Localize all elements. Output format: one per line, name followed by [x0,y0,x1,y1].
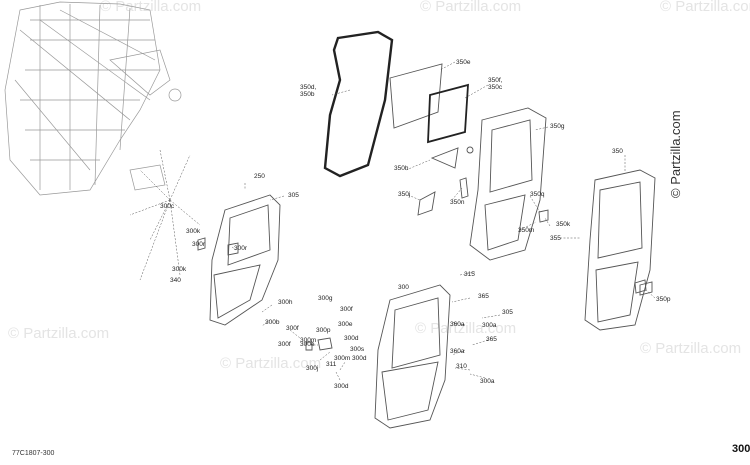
callout-300f-a: 300f [340,306,353,313]
door-window-glass [389,63,443,129]
callout-300r-a: 300r [192,241,206,248]
callout-365-mid: 365 [486,336,497,343]
door-seal-gasket [323,30,394,178]
callout-300b: 300b [265,319,280,326]
watermark-upper-right: © Partzilla.com [660,0,750,15]
front-door-300 [374,284,451,429]
watermark-left-middle: © Partzilla.com [8,325,110,342]
callout-350g: 350g [550,123,565,130]
callout-350: 350 [612,148,623,155]
callout-300d-b: 300d [352,355,367,362]
callout-300j: 300j [306,365,318,372]
callout-300e-a: 300e [338,321,353,328]
callout-311: 311 [326,361,337,368]
callout-300a-lower: 300a [480,378,495,385]
front-door-305 [209,194,281,326]
callout-300f-c: 300f [278,341,291,348]
callout-300g: 300g [318,295,333,302]
callout-360a-lower: 360a [450,348,465,355]
callout-300m-a: 300m [300,337,316,344]
callout-300f-b: 300f [286,325,299,332]
page-number: 300 [732,443,750,455]
callout-300c: 300c [160,203,175,210]
callout-300m-b: 300m [334,355,350,362]
callout-labels: 250 305 300c 300k 300r 300r 300k 340 350… [160,59,671,390]
callout-350k: 350k [556,221,571,228]
callout-350d: 350d, [300,84,316,91]
leader-lines [129,61,656,381]
callout-350n: 350n [450,199,465,206]
callout-300d-a: 300d [344,335,359,342]
callout-355: 355 [550,235,561,242]
diagram-code: 77C1807-300 [12,450,55,457]
callout-350b: 350b [300,91,315,98]
callout-305-right: 305 [502,309,513,316]
callout-350e: 350e [456,59,471,66]
callout-350c: 350c [488,84,503,91]
callout-300k-lower: 300k [172,266,187,273]
window-seal [427,83,469,144]
watermark-top-right: © Partzilla.com [420,0,522,15]
callout-300k-upper: 300k [186,228,201,235]
callout-300e-b: 300e [300,341,315,348]
callout-300a-upper: 300a [482,322,497,329]
callout-300p: 300p [316,327,331,334]
callout-350j: 350j [398,191,410,198]
callout-350m: 350m [518,227,534,234]
vehicle-frame-illustration [4,1,182,196]
callout-365-top: 365 [478,293,489,300]
rear-door-frame-350g [469,107,547,261]
callout-350f: 350f, [488,77,503,84]
callout-340: 340 [170,277,181,284]
callout-315: 315 [464,271,475,278]
callout-300s: 300s [350,346,365,353]
watermark-bottom-right: © Partzilla.com [640,340,742,357]
callout-350h: 350h [394,165,409,172]
callout-300r-b: 300r [234,245,248,252]
watermark-top-left: © Partzilla.com [100,0,202,15]
rear-door-350 [584,169,656,331]
callout-305-left: 305 [288,192,299,199]
callout-300h: 300h [278,299,293,306]
callout-250: 250 [254,173,265,180]
callout-350p: 350p [656,296,671,303]
callout-300d-c: 300d [334,383,349,390]
watermark-right-middle: © Partzilla.com [415,320,517,337]
callout-310: 310 [456,363,467,370]
callout-350q: 350q [530,191,545,198]
hardware-parts [197,146,653,351]
callout-300: 300 [398,284,409,291]
callout-360a-upper: 360a [450,321,465,328]
watermark-center-middle: © Partzilla.com [220,355,322,372]
